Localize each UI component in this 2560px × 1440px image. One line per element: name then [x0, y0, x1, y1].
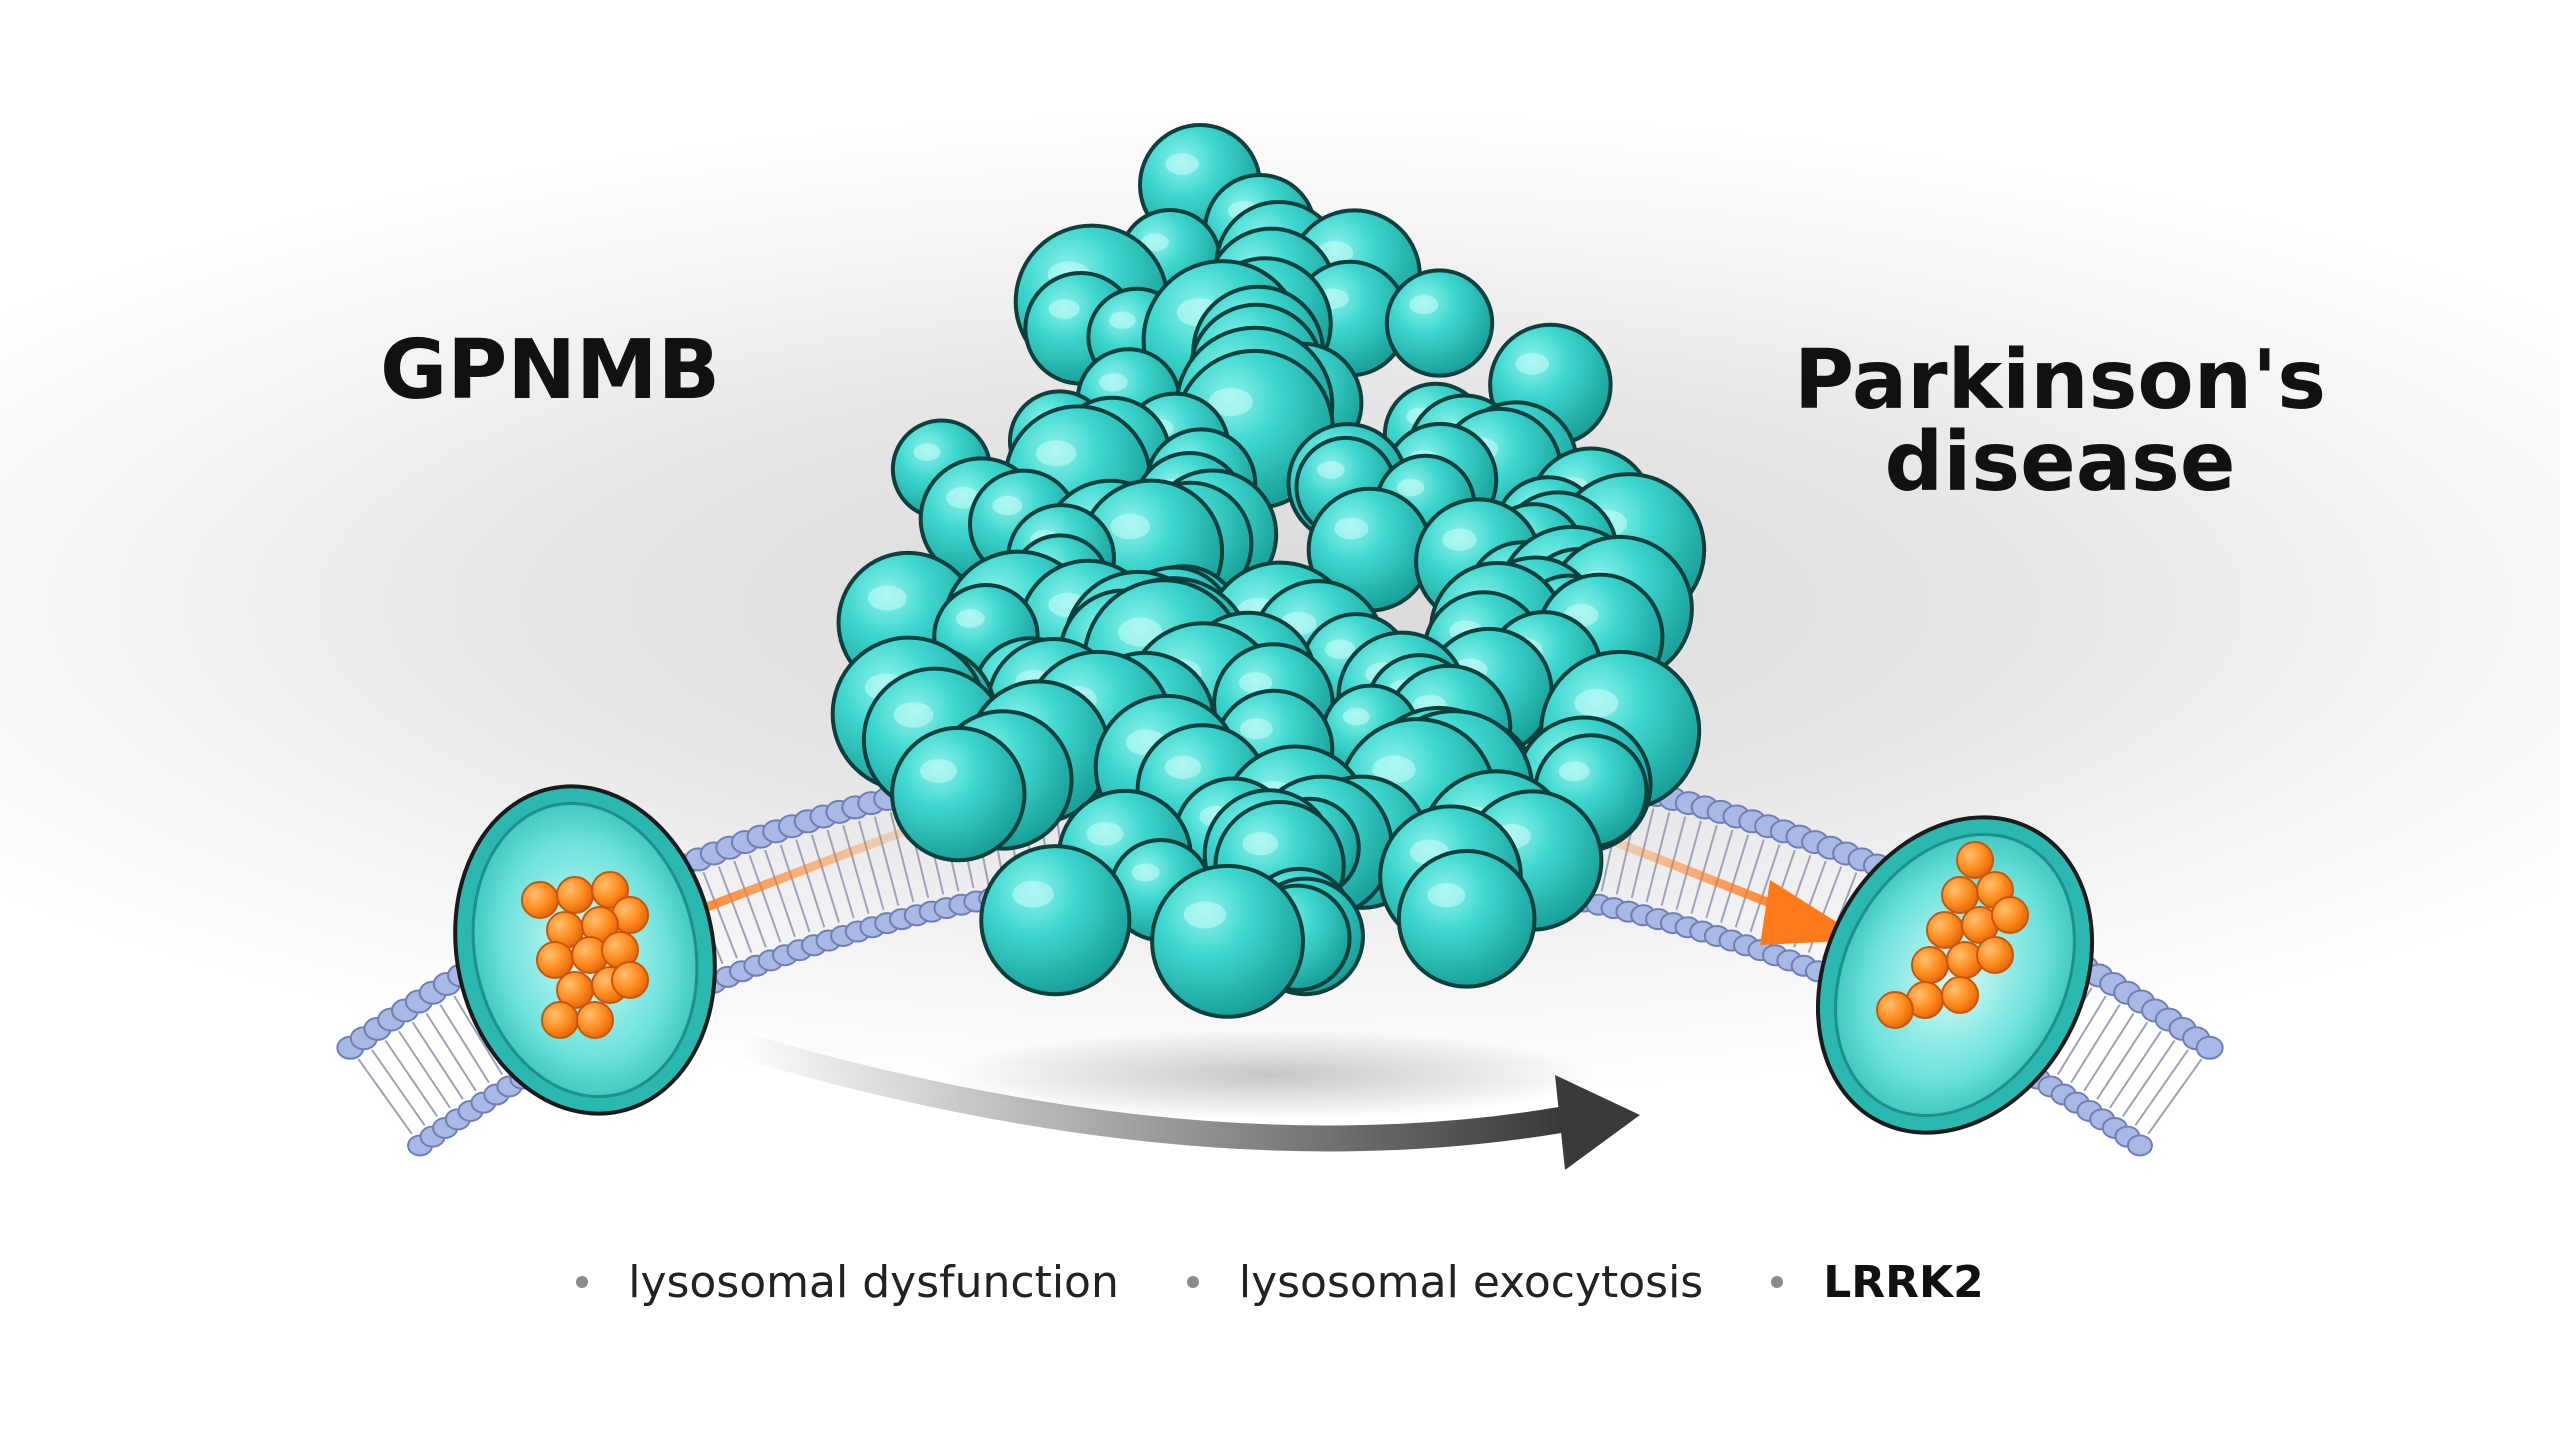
- orange-cargo-left-icon: [521, 871, 649, 1039]
- lysosome-vesicle-right-icon: [1815, 815, 2095, 1135]
- gpnmb-label: GPNMB: [380, 323, 721, 418]
- keyword-text: LRRK2: [1823, 1256, 1984, 1308]
- keyword-text: lysosomal dysfunction: [628, 1256, 1119, 1308]
- dark-curved-arrow-icon: [727, 1032, 1640, 1170]
- bullet-dot-icon: [576, 1276, 589, 1288]
- bullet-dot-icon: [1186, 1276, 1199, 1288]
- keyword-text: lysosomal exocytosis: [1238, 1256, 1704, 1308]
- parkinsons-label-line1: Parkinson's: [1793, 333, 2327, 428]
- parkinsons-disease-label: Parkinson's disease: [1780, 340, 2340, 504]
- keyword-list: lysosomal dysfunction lysosomal exocytos…: [0, 1252, 2560, 1312]
- bullet-dot-icon: [1771, 1276, 1784, 1288]
- keyword-item: LRRK2: [1771, 1257, 1984, 1308]
- protein-surface-icon: [830, 123, 1707, 1019]
- lysosome-vesicle-left-icon: [453, 784, 717, 1116]
- keyword-item: lysosomal exocytosis: [1186, 1256, 1704, 1308]
- keyword-item: lysosomal dysfunction: [576, 1257, 1119, 1308]
- parkinsons-label-line2: disease: [1884, 415, 2236, 510]
- orange-cargo-right-icon: [1876, 841, 2029, 1029]
- protein-shadow: [940, 1030, 1600, 1120]
